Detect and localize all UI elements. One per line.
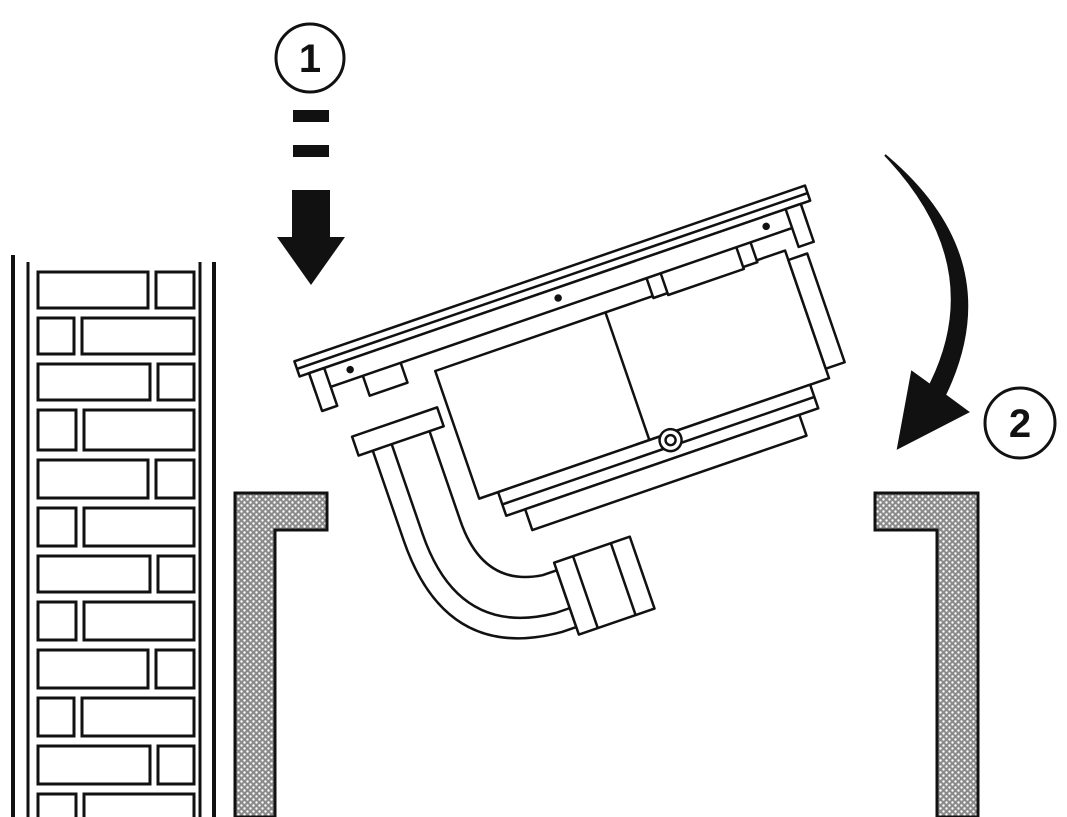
step-2-label: 2 [1009, 402, 1031, 446]
step-1-circle [274, 22, 346, 94]
arrow-down-icon [277, 110, 345, 285]
step-1-label: 1 [299, 37, 321, 81]
hob-with-extraction-unit [293, 184, 846, 640]
countertop-right-section [873, 491, 980, 817]
duct-elbow [350, 406, 656, 640]
housing [361, 232, 846, 532]
step-1-indicator: 1 [274, 22, 346, 285]
hob-top-plate [293, 184, 816, 413]
countertop-left-section [233, 491, 329, 817]
step-2-circle [983, 386, 1057, 460]
curved-arrow-icon [884, 154, 970, 450]
brick-wall [11, 255, 216, 817]
step-2-indicator: 2 [884, 154, 1057, 460]
